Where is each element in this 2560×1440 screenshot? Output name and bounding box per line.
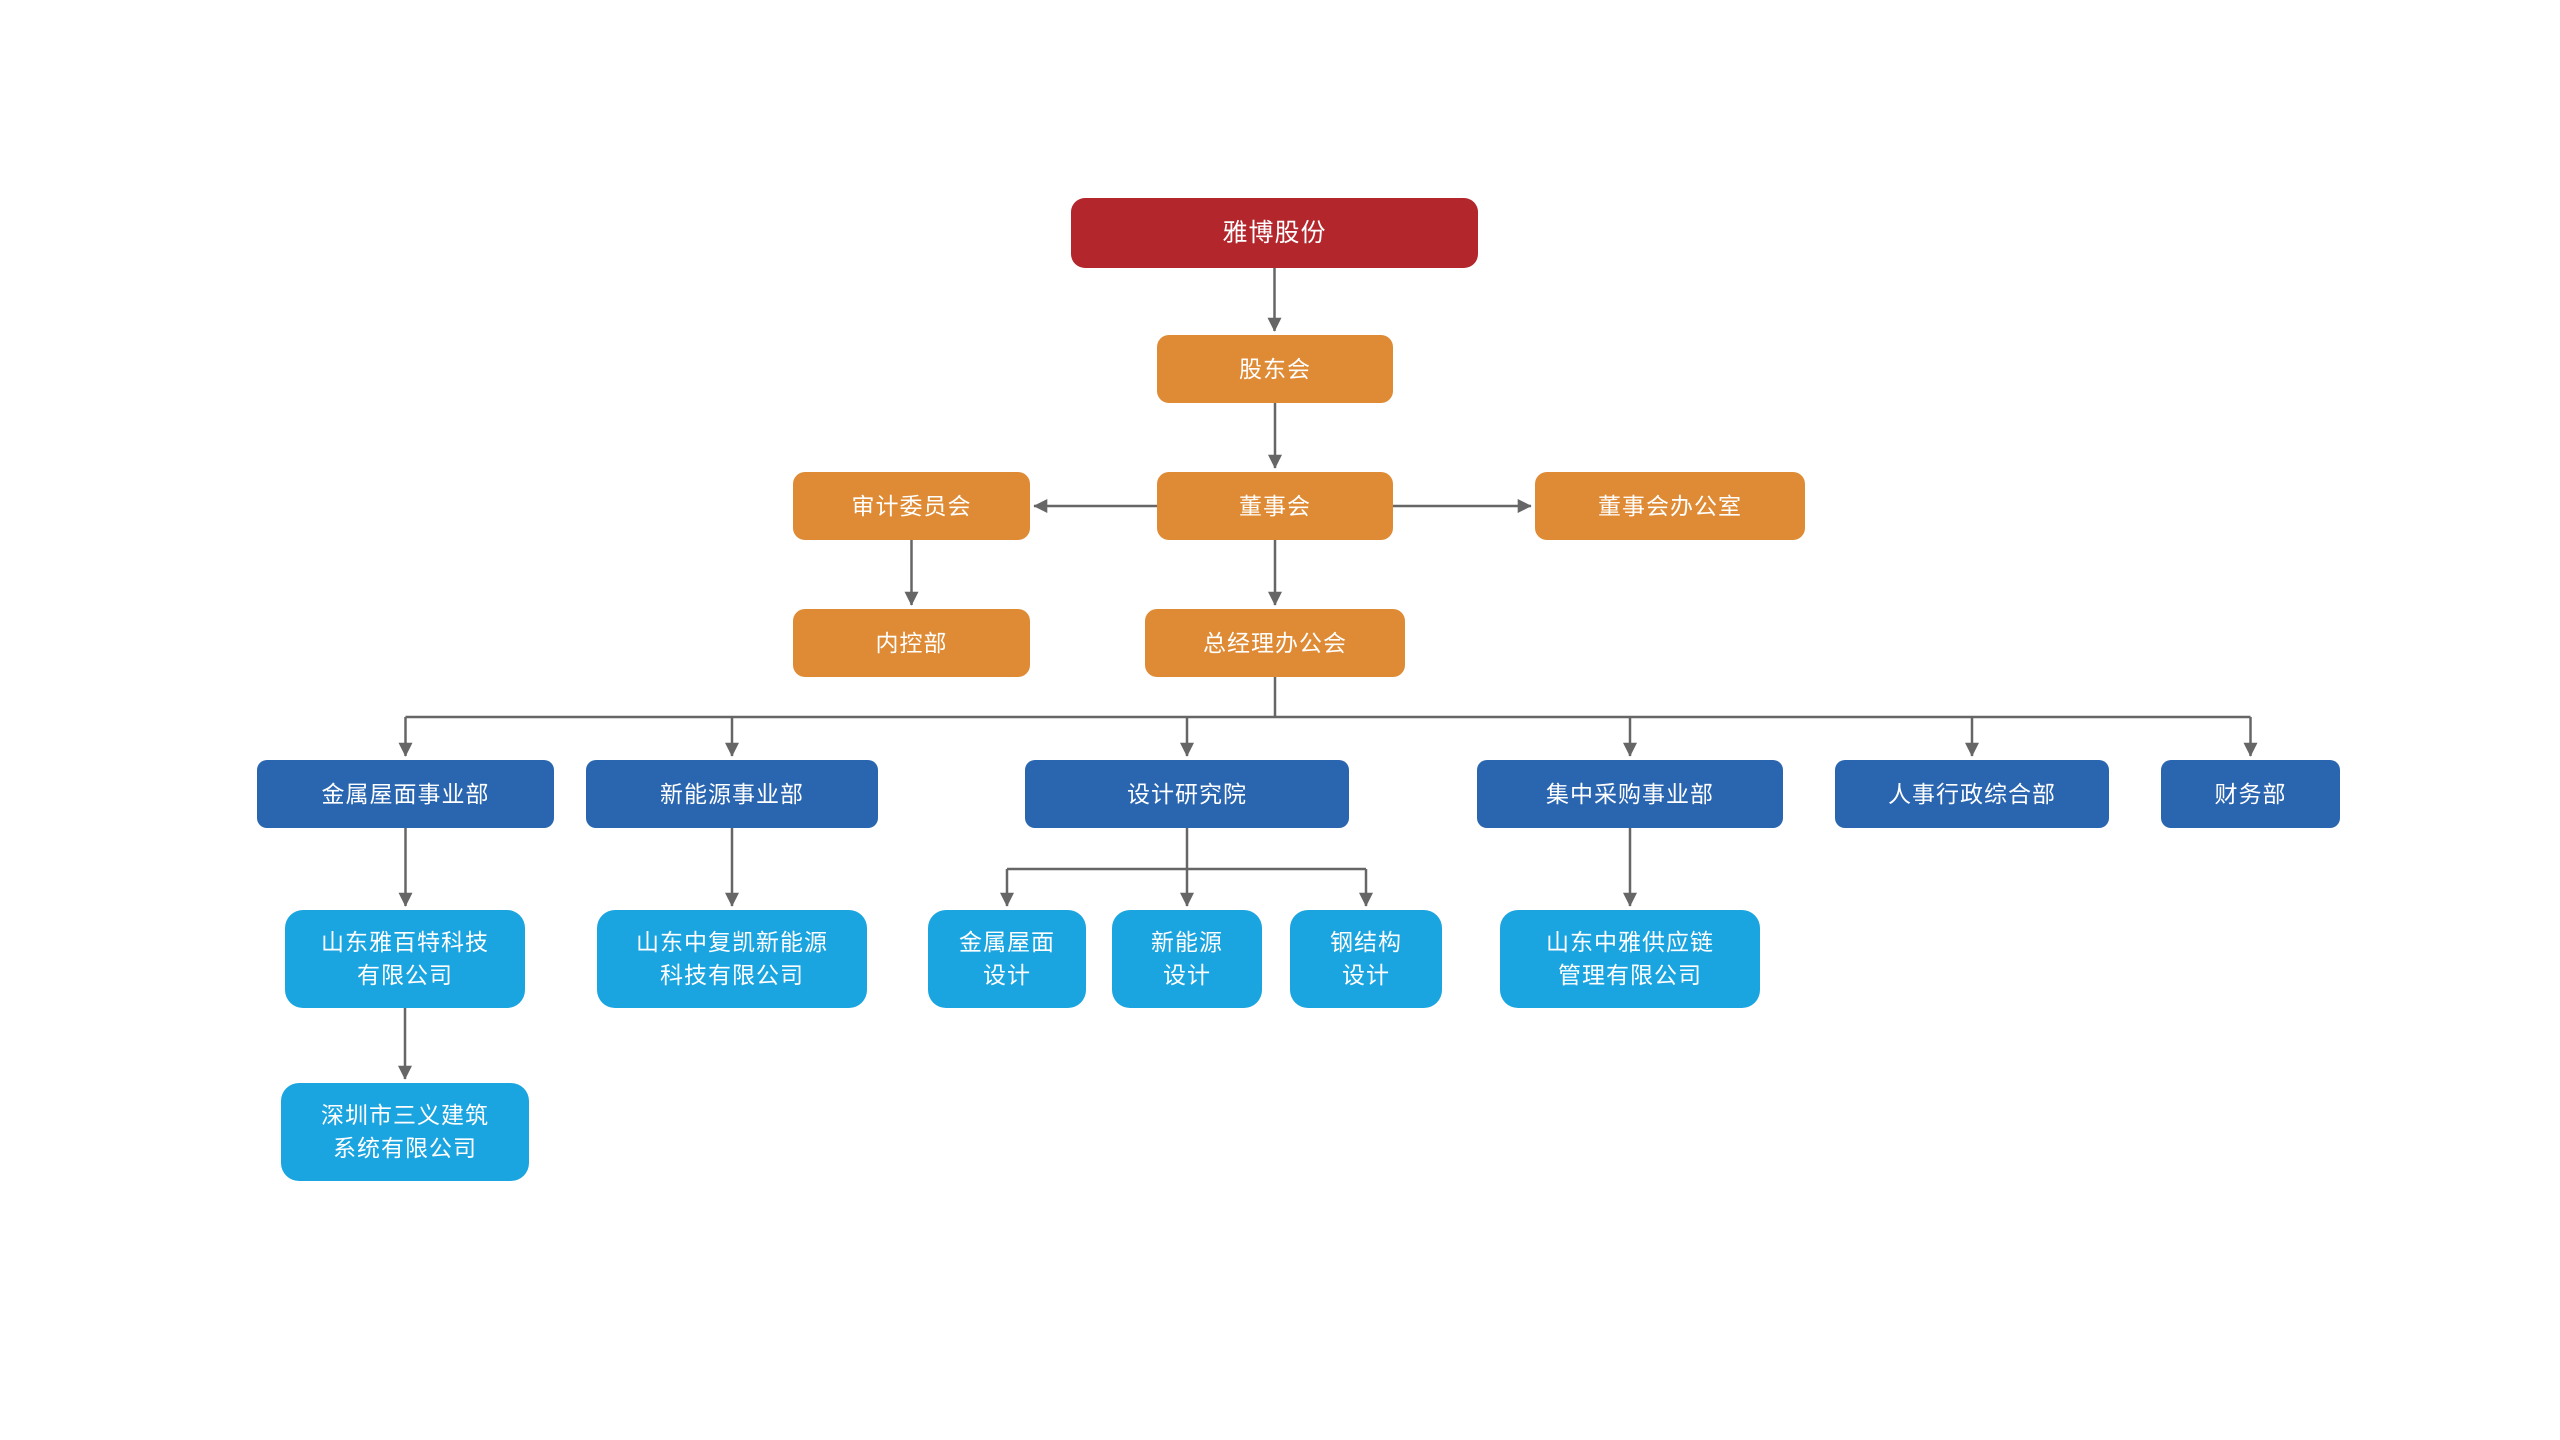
- node-metal-roof-division: 金属屋面事业部: [257, 760, 554, 828]
- node-new-energy-division: 新能源事业部: [586, 760, 878, 828]
- node-root-company: 雅博股份: [1071, 198, 1478, 268]
- node-hr-admin-dept: 人事行政综合部: [1835, 760, 2109, 828]
- node-finance-dept: 财务部: [2161, 760, 2340, 828]
- node-new-energy-design-team: 新能源 设计: [1112, 910, 1262, 1008]
- node-board-office: 董事会办公室: [1535, 472, 1805, 540]
- node-metal-roof-design-team: 金属屋面 设计: [928, 910, 1086, 1008]
- node-audit-committee: 审计委员会: [793, 472, 1030, 540]
- node-general-manager-office: 总经理办公会: [1145, 609, 1405, 677]
- node-subsidiary-zhongya: 山东中雅供应链 管理有限公司: [1500, 910, 1760, 1008]
- node-internal-control-dept: 内控部: [793, 609, 1030, 677]
- node-design-institute: 设计研究院: [1025, 760, 1349, 828]
- node-steel-structure-design-team: 钢结构 设计: [1290, 910, 1442, 1008]
- node-subsidiary-sanyi: 深圳市三义建筑 系统有限公司: [281, 1083, 529, 1181]
- node-subsidiary-zhongfukai: 山东中复凯新能源 科技有限公司: [597, 910, 867, 1008]
- node-shareholders-meeting: 股东会: [1157, 335, 1393, 403]
- node-procurement-division: 集中采购事业部: [1477, 760, 1783, 828]
- node-board-of-directors: 董事会: [1157, 472, 1393, 540]
- node-subsidiary-yabaite: 山东雅百特科技 有限公司: [285, 910, 525, 1008]
